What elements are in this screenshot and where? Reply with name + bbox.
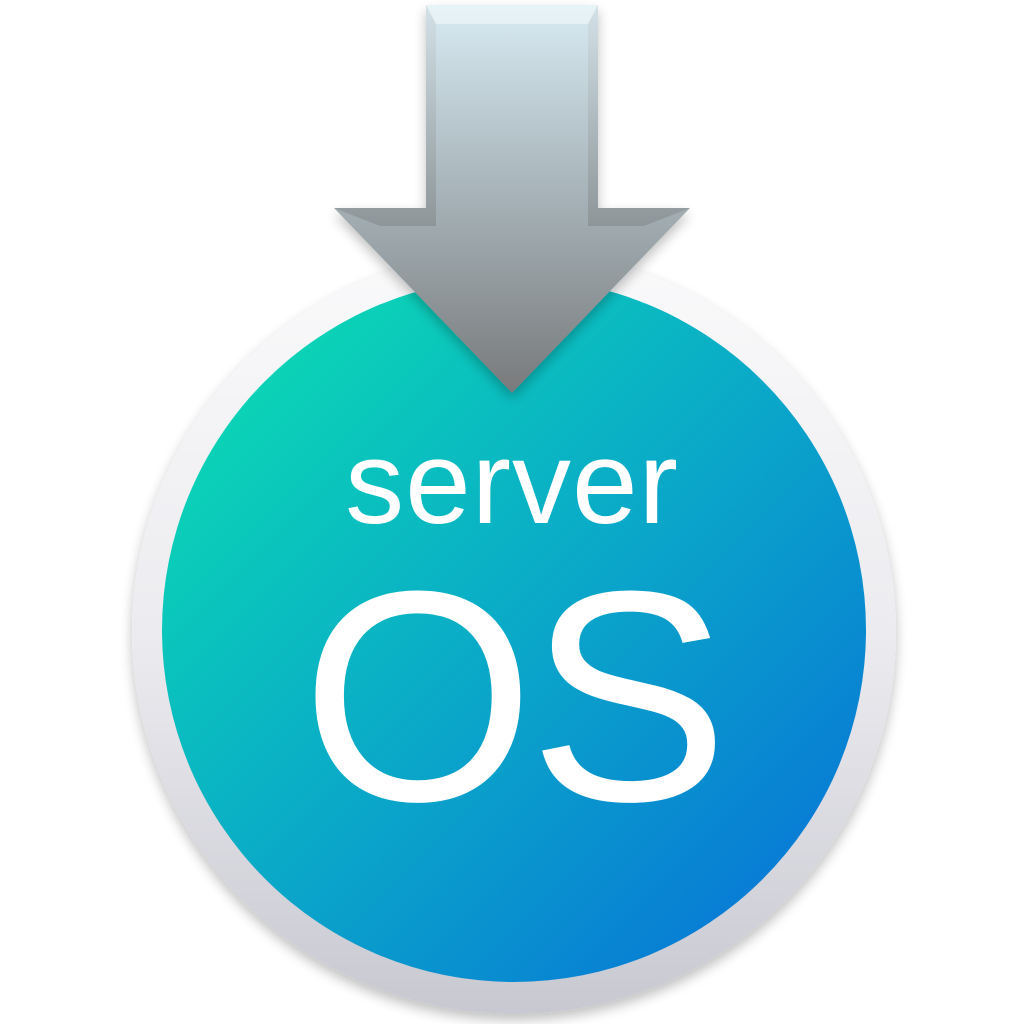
inner-disc xyxy=(162,278,866,982)
download-arrow-icon xyxy=(334,5,690,393)
icon-label-os: OS xyxy=(301,528,728,864)
icon-label-server: server xyxy=(345,417,679,549)
